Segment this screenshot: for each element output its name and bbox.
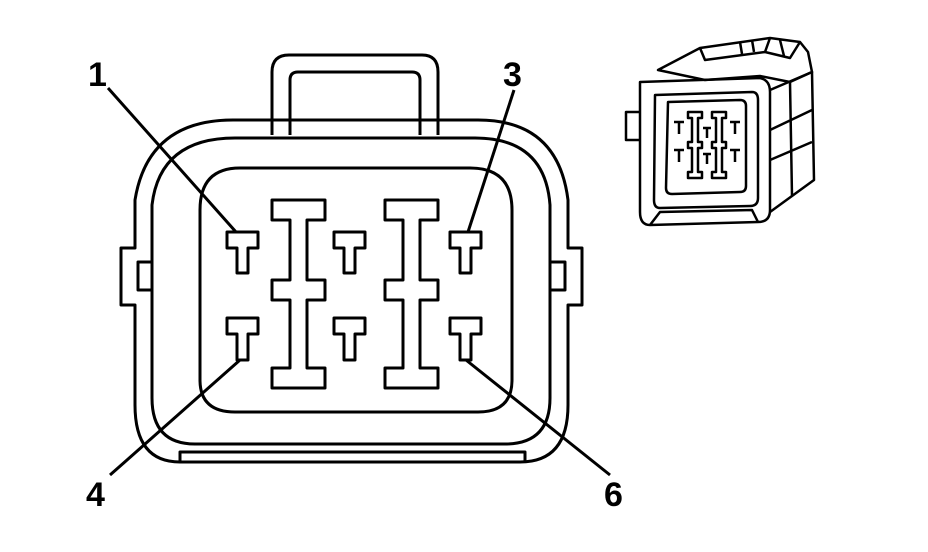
pin-label-4: 4 xyxy=(86,476,105,514)
iso-top-ridge xyxy=(698,37,802,62)
housing-bottom-lip xyxy=(178,450,527,462)
i-beam-left xyxy=(270,198,327,390)
leader-lines xyxy=(106,87,611,477)
iso-top-ridge-2 xyxy=(738,39,786,57)
terminal-cavity xyxy=(198,166,514,414)
housing-outline xyxy=(119,118,584,464)
iso-pin-5 xyxy=(703,152,711,164)
side-tab-right xyxy=(550,260,567,292)
leader-line-1 xyxy=(106,87,238,233)
pin-label-3: 3 xyxy=(503,56,522,94)
terminal-pin-1 xyxy=(225,230,260,275)
terminal-pin-4 xyxy=(225,316,260,362)
i-beam-right xyxy=(383,198,440,390)
side-tab-left xyxy=(136,260,152,292)
iso-pin-4 xyxy=(674,148,684,162)
connector-iso-view xyxy=(624,36,816,227)
iso-left-tab xyxy=(624,110,640,142)
iso-i-beam-right xyxy=(710,110,728,180)
iso-i-beam-left xyxy=(686,110,704,180)
leader-line-3 xyxy=(466,89,516,233)
iso-face xyxy=(664,98,748,196)
terminal-pin-3 xyxy=(448,230,483,275)
leader-line-6 xyxy=(465,358,611,477)
housing-inner-rim xyxy=(150,136,552,446)
iso-pin-6 xyxy=(730,148,740,162)
iso-bottom-bevel xyxy=(649,208,760,226)
iso-front-frame xyxy=(638,76,772,227)
locking-latch-inner xyxy=(288,70,422,135)
pin-labels: 1 3 4 6 xyxy=(86,56,623,514)
leader-line-4 xyxy=(109,358,241,477)
terminal-pin-2 xyxy=(332,230,367,275)
iso-pin-3 xyxy=(730,120,740,134)
iso-pin-2 xyxy=(703,126,711,138)
iso-pin-1 xyxy=(674,120,684,134)
locking-latch xyxy=(270,53,440,135)
iso-side-lines xyxy=(769,81,813,197)
pin-label-1: 1 xyxy=(88,56,107,94)
iso-front-inner xyxy=(652,90,760,210)
terminal-pin-5 xyxy=(332,316,367,362)
pin-label-6: 6 xyxy=(604,476,623,514)
iso-top-body xyxy=(656,36,814,84)
terminal-pin-6 xyxy=(448,316,483,362)
connector-face xyxy=(119,53,584,464)
